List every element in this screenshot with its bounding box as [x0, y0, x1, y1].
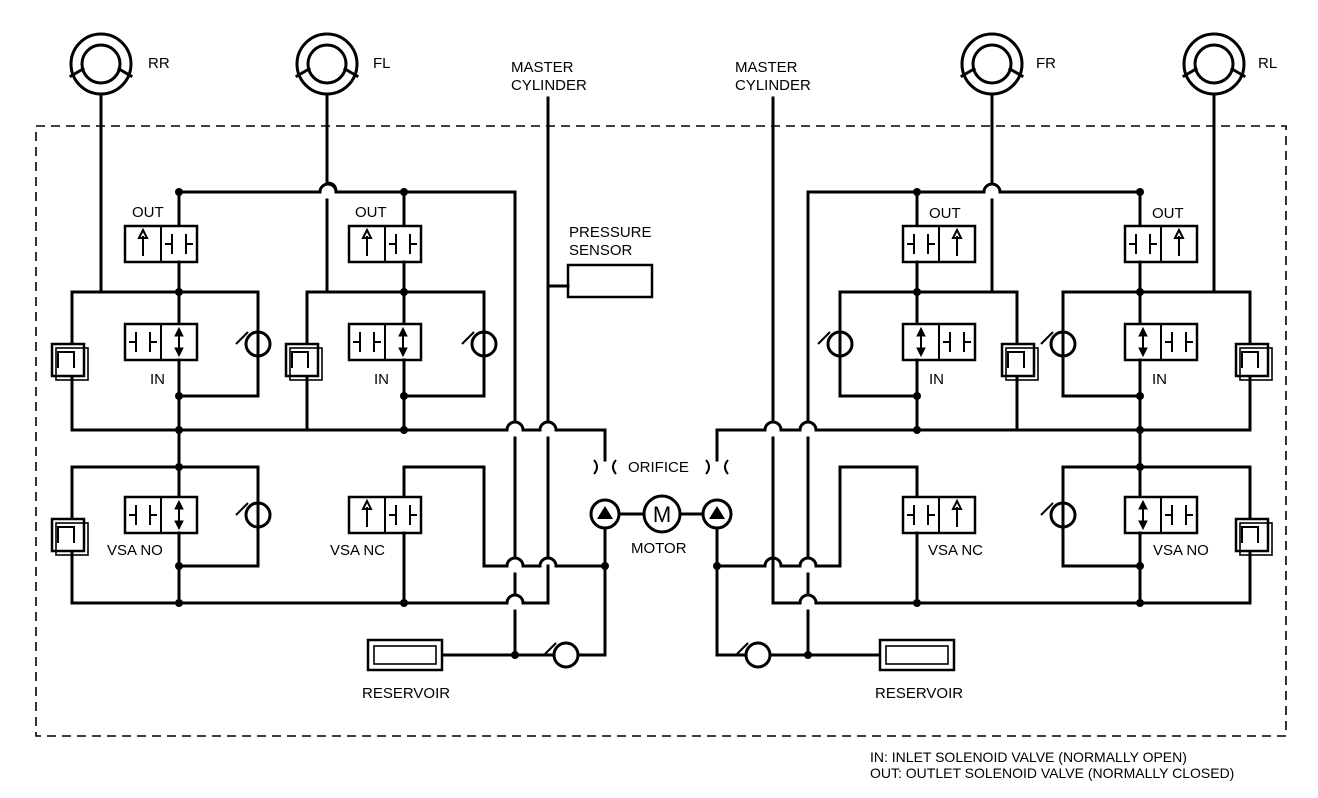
wheel-fr: FR: [960, 32, 1056, 96]
wheel-rl: RL: [1182, 32, 1277, 96]
reservoir-label-right: RESERVOIR: [875, 685, 963, 702]
out-label-rr: OUT: [132, 204, 164, 221]
master-cylinder-right-line2: CYLINDER: [735, 77, 811, 94]
pressure-sensor-box: [566, 263, 654, 299]
legend-out: OUT: OUTLET SOLENOID VALVE (NORMALLY CLO…: [870, 765, 1234, 781]
vsa-no-label-right: VSA NO: [1153, 542, 1209, 559]
in-label-fr: IN: [929, 371, 944, 388]
out-label-fr: OUT: [929, 205, 961, 222]
in-label-rl: IN: [1152, 371, 1167, 388]
wheel-fl: FL: [295, 32, 391, 96]
in-label-fl: IN: [374, 371, 389, 388]
out-label-fl: OUT: [355, 204, 387, 221]
master-cylinder-left-line2: CYLINDER: [511, 77, 587, 94]
legend-in: IN: INLET SOLENOID VALVE (NORMALLY OPEN): [870, 749, 1187, 765]
motor-symbol: M: [653, 502, 671, 527]
right-circuit: [701, 92, 1274, 672]
orifice-label: ORIFICE: [628, 459, 689, 476]
vsa-nc-label-left: VSA NC: [330, 542, 385, 559]
pressure-sensor-line2: SENSOR: [569, 242, 633, 259]
wheel-rl-label: RL: [1258, 55, 1277, 72]
left-circuit: [50, 92, 621, 672]
master-cylinder-left-line1: MASTER: [511, 59, 574, 76]
vsa-no-label-left: VSA NO: [107, 542, 163, 559]
out-label-rl: OUT: [1152, 205, 1184, 222]
reservoir-label-left: RESERVOIR: [362, 685, 450, 702]
wheel-rr-label: RR: [148, 55, 170, 72]
in-label-rr: IN: [150, 371, 165, 388]
motor: M: [617, 494, 705, 534]
vsa-nc-label-right: VSA NC: [928, 542, 983, 559]
pressure-sensor-line1: PRESSURE: [569, 224, 652, 241]
master-cylinder-right-line1: MASTER: [735, 59, 798, 76]
wheel-fl-label: FL: [373, 55, 391, 72]
wheel-rr: RR: [69, 32, 170, 96]
motor-label: MOTOR: [631, 540, 687, 557]
wheel-fr-label: FR: [1036, 55, 1056, 72]
